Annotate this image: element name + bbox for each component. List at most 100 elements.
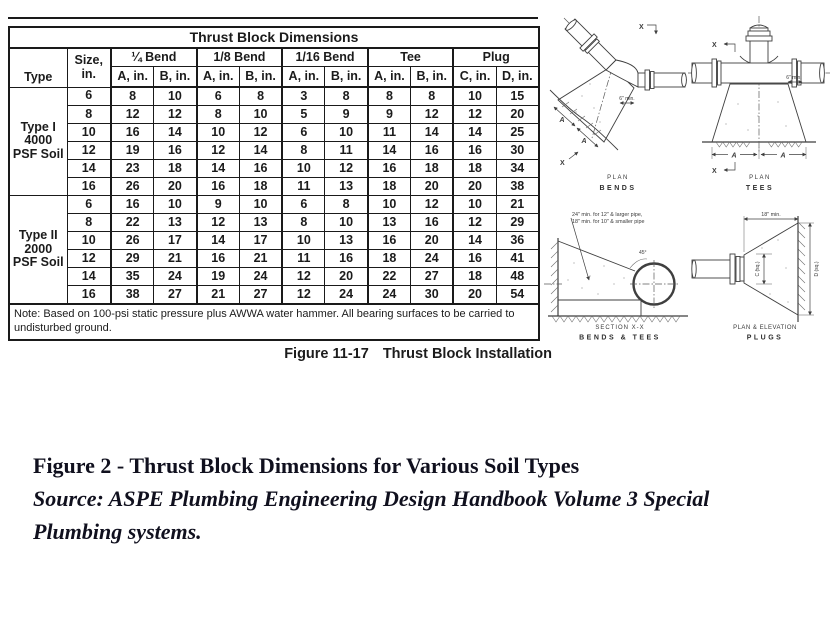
tees-section-marker-bottom: X [712, 162, 736, 175]
dim-cell: 14 [452, 231, 497, 250]
bends-pipe-horizontal [605, 59, 687, 91]
dim-cell: 16 [238, 159, 283, 178]
dim-cell: 54 [495, 285, 540, 305]
dim-cell: 5 [281, 105, 326, 124]
dim-cell: 16 [110, 195, 155, 214]
subcol-eighth-b: B, in. [238, 66, 283, 88]
plugs-dim-c: C (sq.) [755, 253, 772, 285]
dim-cell: 24 [153, 267, 198, 286]
dim-cell: 16 [410, 213, 454, 232]
dim-cell: 10 [366, 195, 412, 214]
svg-text:24" min. for 12" & larger pipe: 24" min. for 12" & larger pipe, [572, 212, 643, 218]
col-group-eighth-bend: 1/8 Bend [195, 47, 283, 67]
dim-cell: 13 [153, 213, 198, 232]
dim-cell: 11 [366, 123, 412, 142]
dim-cell: 24 [366, 285, 412, 305]
dim-cell: 29 [495, 213, 540, 232]
dim-cell: 25 [495, 123, 540, 142]
size-cell: 6 [66, 195, 112, 214]
plugs-dim-d: D (sq.) [798, 222, 820, 316]
dim-cell: 6 [195, 86, 240, 106]
dim-cell: 13 [366, 213, 412, 232]
dim-cell: 12 [452, 105, 497, 124]
dim-cell: 8 [110, 86, 155, 106]
svg-text:X: X [560, 160, 565, 167]
dim-cell: 10 [452, 195, 497, 214]
dim-cell: 11 [281, 177, 326, 196]
figure-caption-title: Figure 2 - Thrust Block Dimensions for V… [33, 453, 580, 478]
dim-cell: 19 [110, 141, 155, 160]
dim-cell: 20 [324, 267, 369, 286]
dim-cell: 10 [195, 123, 240, 142]
dim-cell: 16 [195, 177, 240, 196]
dim-cell: 14 [238, 141, 283, 160]
dim-cell: 8 [195, 105, 240, 124]
dim-cell: 24 [238, 267, 283, 286]
dim-cell: 3 [281, 86, 326, 106]
size-cell: 14 [66, 267, 112, 286]
dim-cell: 34 [495, 159, 540, 178]
table-group-header-row: Type Size, in. ¼ Bend 1/8 Bend 1/16 Bend… [8, 47, 540, 88]
bends-plan-label: PLAN [607, 175, 629, 181]
svg-text:18" min. for 10" & smaller pip: 18" min. for 10" & smaller pipe [572, 219, 644, 225]
dim-cell: 12 [153, 105, 198, 124]
dim-cell: 17 [153, 231, 198, 250]
svg-text:X: X [712, 42, 717, 49]
tees-main-pipe [691, 55, 825, 88]
dim-cell: 10 [238, 105, 283, 124]
soil-type-label: Type II 2000 PSF Soil [8, 195, 68, 305]
tees-dim-a: A A [711, 147, 807, 160]
scan-figure-number: Figure 11-17 [284, 346, 369, 362]
dim-cell: 13 [324, 177, 369, 196]
dim-cell: 38 [110, 285, 155, 305]
subcol-sixteenth-a: A, in. [281, 66, 326, 88]
plugs-soil-wall [797, 216, 806, 322]
size-cell: 10 [66, 123, 112, 142]
dim-cell: 8 [238, 86, 283, 106]
dim-cell: 11 [324, 141, 369, 160]
dim-cell: 21 [195, 285, 240, 305]
section-view-label: SECTION X-X [595, 325, 644, 331]
dim-cell: 38 [495, 177, 540, 196]
dim-cell: 10 [324, 213, 369, 232]
bends-min-note: 6" min. [619, 96, 635, 105]
subcol-quarter-b: B, in. [153, 66, 198, 88]
dim-cell: 26 [110, 231, 155, 250]
dim-cell: 16 [153, 141, 198, 160]
dim-cell: 18 [452, 159, 497, 178]
subcol-sixteenth-b: B, in. [324, 66, 369, 88]
dim-cell: 24 [410, 249, 454, 268]
scanned-figure: Thrust Block Dimensions Type Size, in. ¼… [8, 16, 830, 362]
dim-cell: 6 [281, 123, 326, 142]
dim-cell: 12 [195, 213, 240, 232]
dim-cell: 26 [110, 177, 155, 196]
dim-cell: 9 [195, 195, 240, 214]
section-thrust-block [550, 238, 642, 316]
table-note-row: Note: Based on 100-psi static pressure p… [8, 303, 540, 341]
dim-cell: 8 [281, 213, 326, 232]
svg-text:X: X [639, 24, 644, 31]
dim-cell: 20 [495, 105, 540, 124]
col-group-quarter-bend: ¼ Bend [110, 47, 198, 67]
size-cell: 14 [66, 159, 112, 178]
dim-cell: 14 [153, 123, 198, 142]
dim-cell: 20 [410, 177, 454, 196]
figure-caption-source: Source: ASPE Plumbing Engineering Design… [33, 486, 710, 544]
dim-cell: 16 [452, 249, 497, 268]
dim-cell: 18 [366, 249, 412, 268]
dim-cell: 12 [238, 123, 283, 142]
svg-text:6" min.: 6" min. [619, 96, 634, 102]
dim-cell: 18 [238, 177, 283, 196]
dim-cell: 20 [410, 231, 454, 250]
subcol-eighth-a: A, in. [195, 66, 240, 88]
tees-section-marker-top: X [712, 42, 736, 52]
tees-name-label: TEES [746, 185, 774, 192]
dim-cell: 10 [452, 86, 497, 106]
size-cell: 16 [66, 285, 112, 305]
